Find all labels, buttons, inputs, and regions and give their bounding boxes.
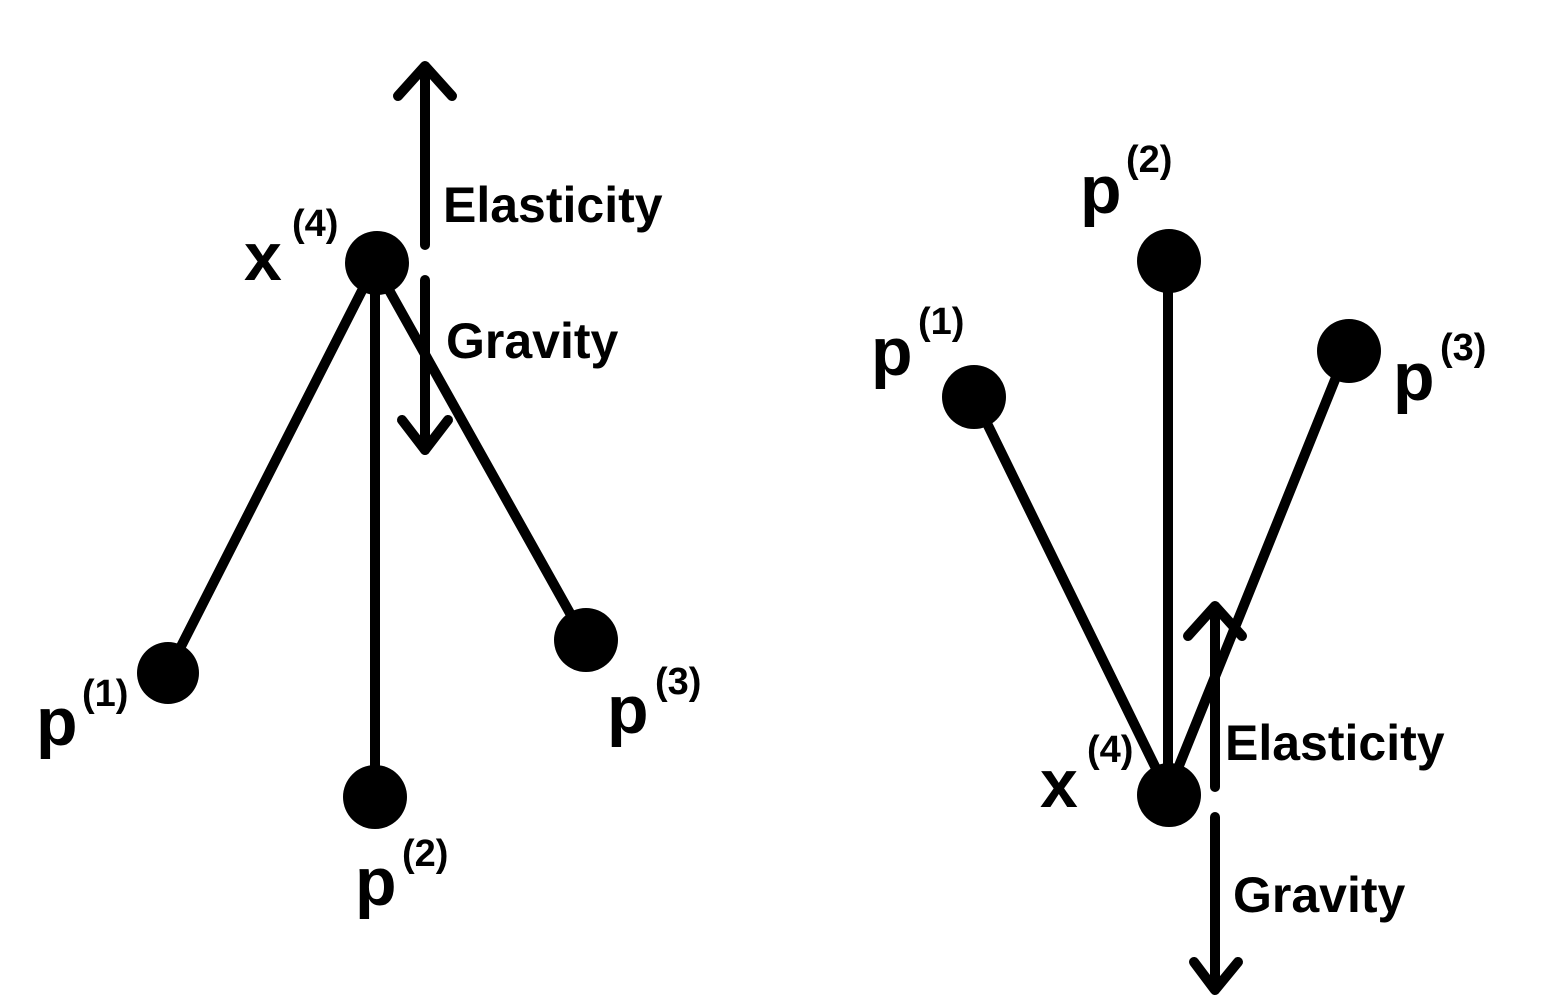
right-label-p3-sup: (3) bbox=[1440, 327, 1486, 369]
right-panel: p (1) p (2) p (3) x (4) Elasticity Gravi… bbox=[871, 139, 1486, 995]
left-label-p3-sup: (3) bbox=[655, 661, 701, 703]
left-elasticity-arrow bbox=[393, 61, 457, 250]
right-node-p3 bbox=[1317, 319, 1381, 383]
right-gravity-arrow bbox=[1189, 812, 1243, 995]
left-gravity-arrow bbox=[397, 275, 453, 455]
right-edge-p1 bbox=[973, 400, 1173, 798]
right-label-gravity: Gravity bbox=[1233, 867, 1406, 923]
right-label-p1: p bbox=[871, 314, 913, 390]
right-label-p3: p bbox=[1393, 339, 1435, 415]
left-node-p1 bbox=[137, 642, 199, 704]
left-label-elasticity: Elasticity bbox=[443, 177, 663, 233]
right-label-p2: p bbox=[1080, 152, 1122, 228]
right-label-p2-sup: (2) bbox=[1126, 139, 1172, 181]
left-label-p3: p bbox=[607, 672, 649, 748]
left-label-p2: p bbox=[355, 844, 397, 920]
right-label-x4: x bbox=[1040, 746, 1078, 822]
right-node-p2 bbox=[1137, 229, 1201, 293]
left-edge-p1 bbox=[163, 260, 380, 677]
left-label-p1: p bbox=[36, 684, 78, 760]
left-edge-p3 bbox=[370, 260, 590, 645]
left-label-p2-sup: (2) bbox=[402, 833, 448, 875]
right-node-x4 bbox=[1137, 763, 1201, 827]
right-label-elasticity: Elasticity bbox=[1225, 715, 1445, 771]
right-edge-p3 bbox=[1163, 350, 1350, 798]
left-node-x4 bbox=[345, 231, 409, 295]
left-label-gravity: Gravity bbox=[446, 313, 619, 369]
left-label-x4-sup: (4) bbox=[292, 203, 338, 245]
left-node-p2 bbox=[343, 765, 407, 829]
right-node-p1 bbox=[942, 365, 1006, 429]
left-panel: x (4) p (1) p (2) p (3) Elasticity Gravi… bbox=[36, 61, 701, 920]
right-label-x4-sup: (4) bbox=[1087, 729, 1133, 771]
right-elasticity-arrow bbox=[1183, 601, 1247, 792]
left-label-p1-sup: (1) bbox=[82, 673, 128, 715]
left-node-p3 bbox=[554, 608, 618, 672]
left-label-x4: x bbox=[244, 219, 282, 295]
right-label-p1-sup: (1) bbox=[918, 301, 964, 343]
